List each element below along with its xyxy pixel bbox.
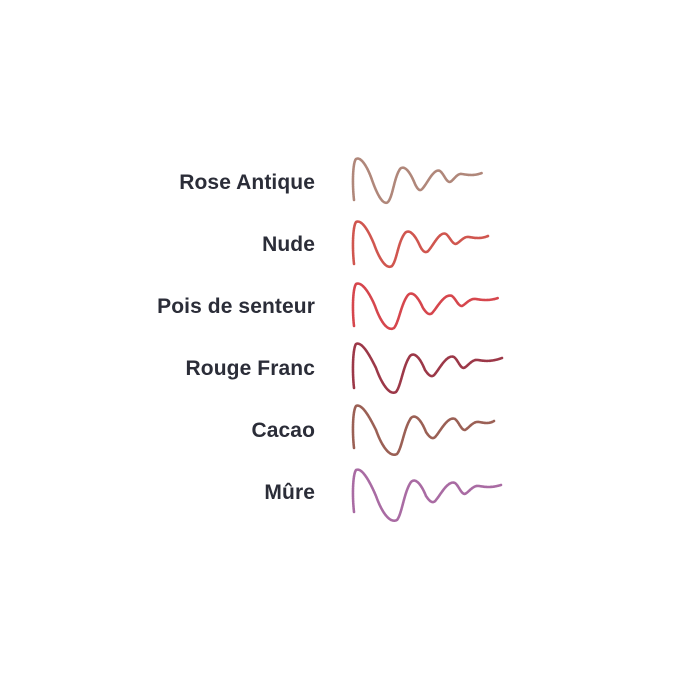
squiggle-stroke xyxy=(351,220,490,269)
squiggle-stroke xyxy=(351,404,496,456)
squiggle-stroke xyxy=(351,342,504,394)
shade-name: Cacao xyxy=(251,419,315,442)
shade-row-pois-de-senteur: Pois de senteur xyxy=(0,276,700,338)
swatch-stroke-mure xyxy=(351,468,503,522)
shade-name: Nude xyxy=(262,233,315,256)
shade-row-cacao: Cacao xyxy=(0,400,700,462)
swatch-stroke-rouge-franc xyxy=(351,342,504,394)
shade-row-mure: Mûre xyxy=(0,462,700,524)
shade-name: Mûre xyxy=(264,481,315,504)
swatch-stroke-cacao xyxy=(351,404,496,456)
swatch-stroke-nude xyxy=(351,220,490,269)
squiggle-stroke xyxy=(351,282,500,331)
shade-row-rose-antique: Rose Antique xyxy=(0,152,700,214)
shade-name: Rouge Franc xyxy=(185,357,315,380)
squiggle-stroke xyxy=(351,468,503,522)
swatch-stroke-rose-antique xyxy=(351,157,484,205)
shade-name: Rose Antique xyxy=(179,171,315,194)
shade-row-rouge-franc: Rouge Franc xyxy=(0,338,700,400)
shade-row-nude: Nude xyxy=(0,214,700,276)
swatch-stroke-pois-de-senteur xyxy=(351,282,500,331)
squiggle-stroke xyxy=(351,157,484,205)
shade-name: Pois de senteur xyxy=(157,295,315,318)
